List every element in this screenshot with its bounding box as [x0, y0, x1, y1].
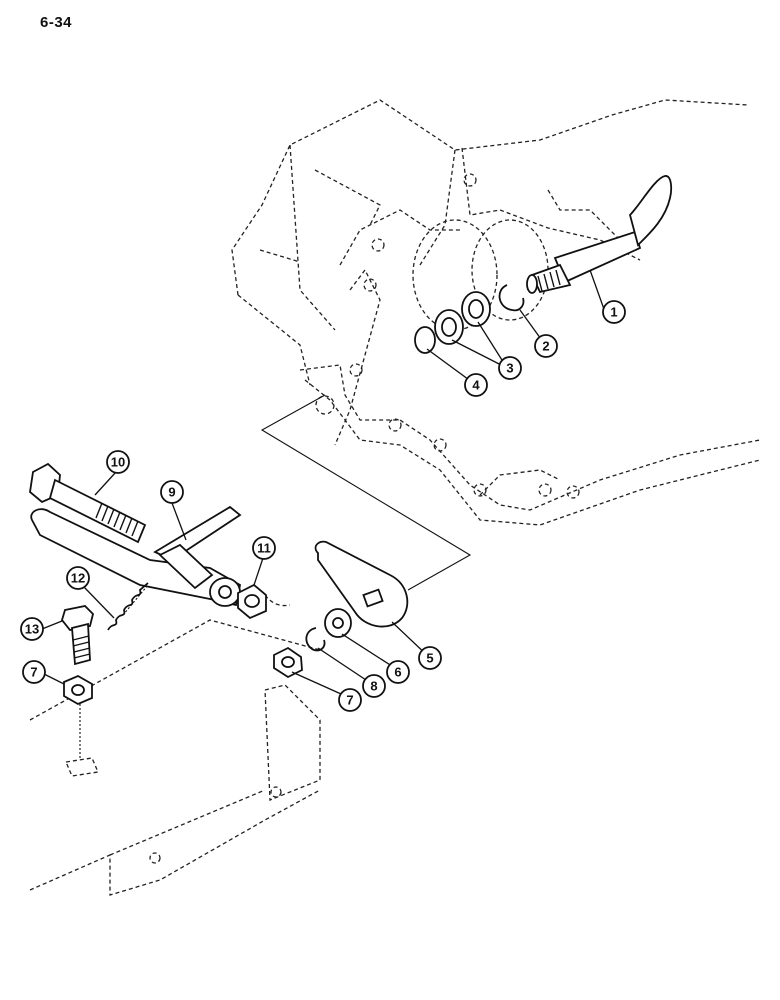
assembly-lines [79, 394, 472, 760]
callout-12: 12 [66, 566, 90, 590]
svg-text:3: 3 [506, 361, 513, 376]
transmission-housing [231, 99, 761, 526]
callout-7-left: 7 [22, 660, 46, 684]
svg-text:9: 9 [168, 485, 175, 500]
callout-7-center: 7 [338, 688, 362, 712]
leader-lines [41, 269, 606, 699]
flat-washer [324, 608, 352, 638]
svg-text:1: 1 [610, 305, 617, 320]
callout-3: 3 [498, 356, 522, 380]
callout-2: 2 [534, 334, 558, 358]
retaining-ring [498, 284, 525, 312]
callout-4: 4 [464, 373, 488, 397]
svg-text:11: 11 [257, 541, 271, 556]
spring [107, 582, 149, 631]
svg-text:10: 10 [111, 455, 125, 470]
callout-1: 1 [602, 300, 626, 324]
svg-text:12: 12 [71, 571, 85, 586]
svg-text:8: 8 [370, 679, 377, 694]
callout-11: 11 [252, 536, 276, 560]
hex-nut-center [273, 646, 303, 679]
svg-text:13: 13 [25, 622, 39, 637]
svg-text:5: 5 [426, 651, 433, 666]
lever-arm [30, 505, 242, 607]
svg-text:2: 2 [542, 339, 549, 354]
shift-shaft [526, 175, 673, 294]
callout-6: 6 [386, 660, 410, 684]
washers [434, 291, 491, 345]
cap-screw [61, 605, 94, 666]
hex-nut-left [63, 674, 93, 706]
selector-arm [314, 540, 409, 628]
callout-5: 5 [418, 646, 442, 670]
lock-washer [305, 627, 326, 652]
callout-9: 9 [160, 480, 184, 504]
callout-8: 8 [362, 674, 386, 698]
o-ring [414, 326, 436, 354]
svg-text:4: 4 [472, 378, 480, 393]
page-number: 6-34 [40, 14, 73, 31]
lock-nut [237, 583, 267, 620]
long-bolt [29, 462, 147, 544]
svg-text:7: 7 [30, 665, 37, 680]
svg-text:6: 6 [394, 665, 401, 680]
callout-10: 10 [106, 450, 130, 474]
svg-text:7: 7 [346, 693, 353, 708]
callout-13: 13 [20, 617, 44, 641]
